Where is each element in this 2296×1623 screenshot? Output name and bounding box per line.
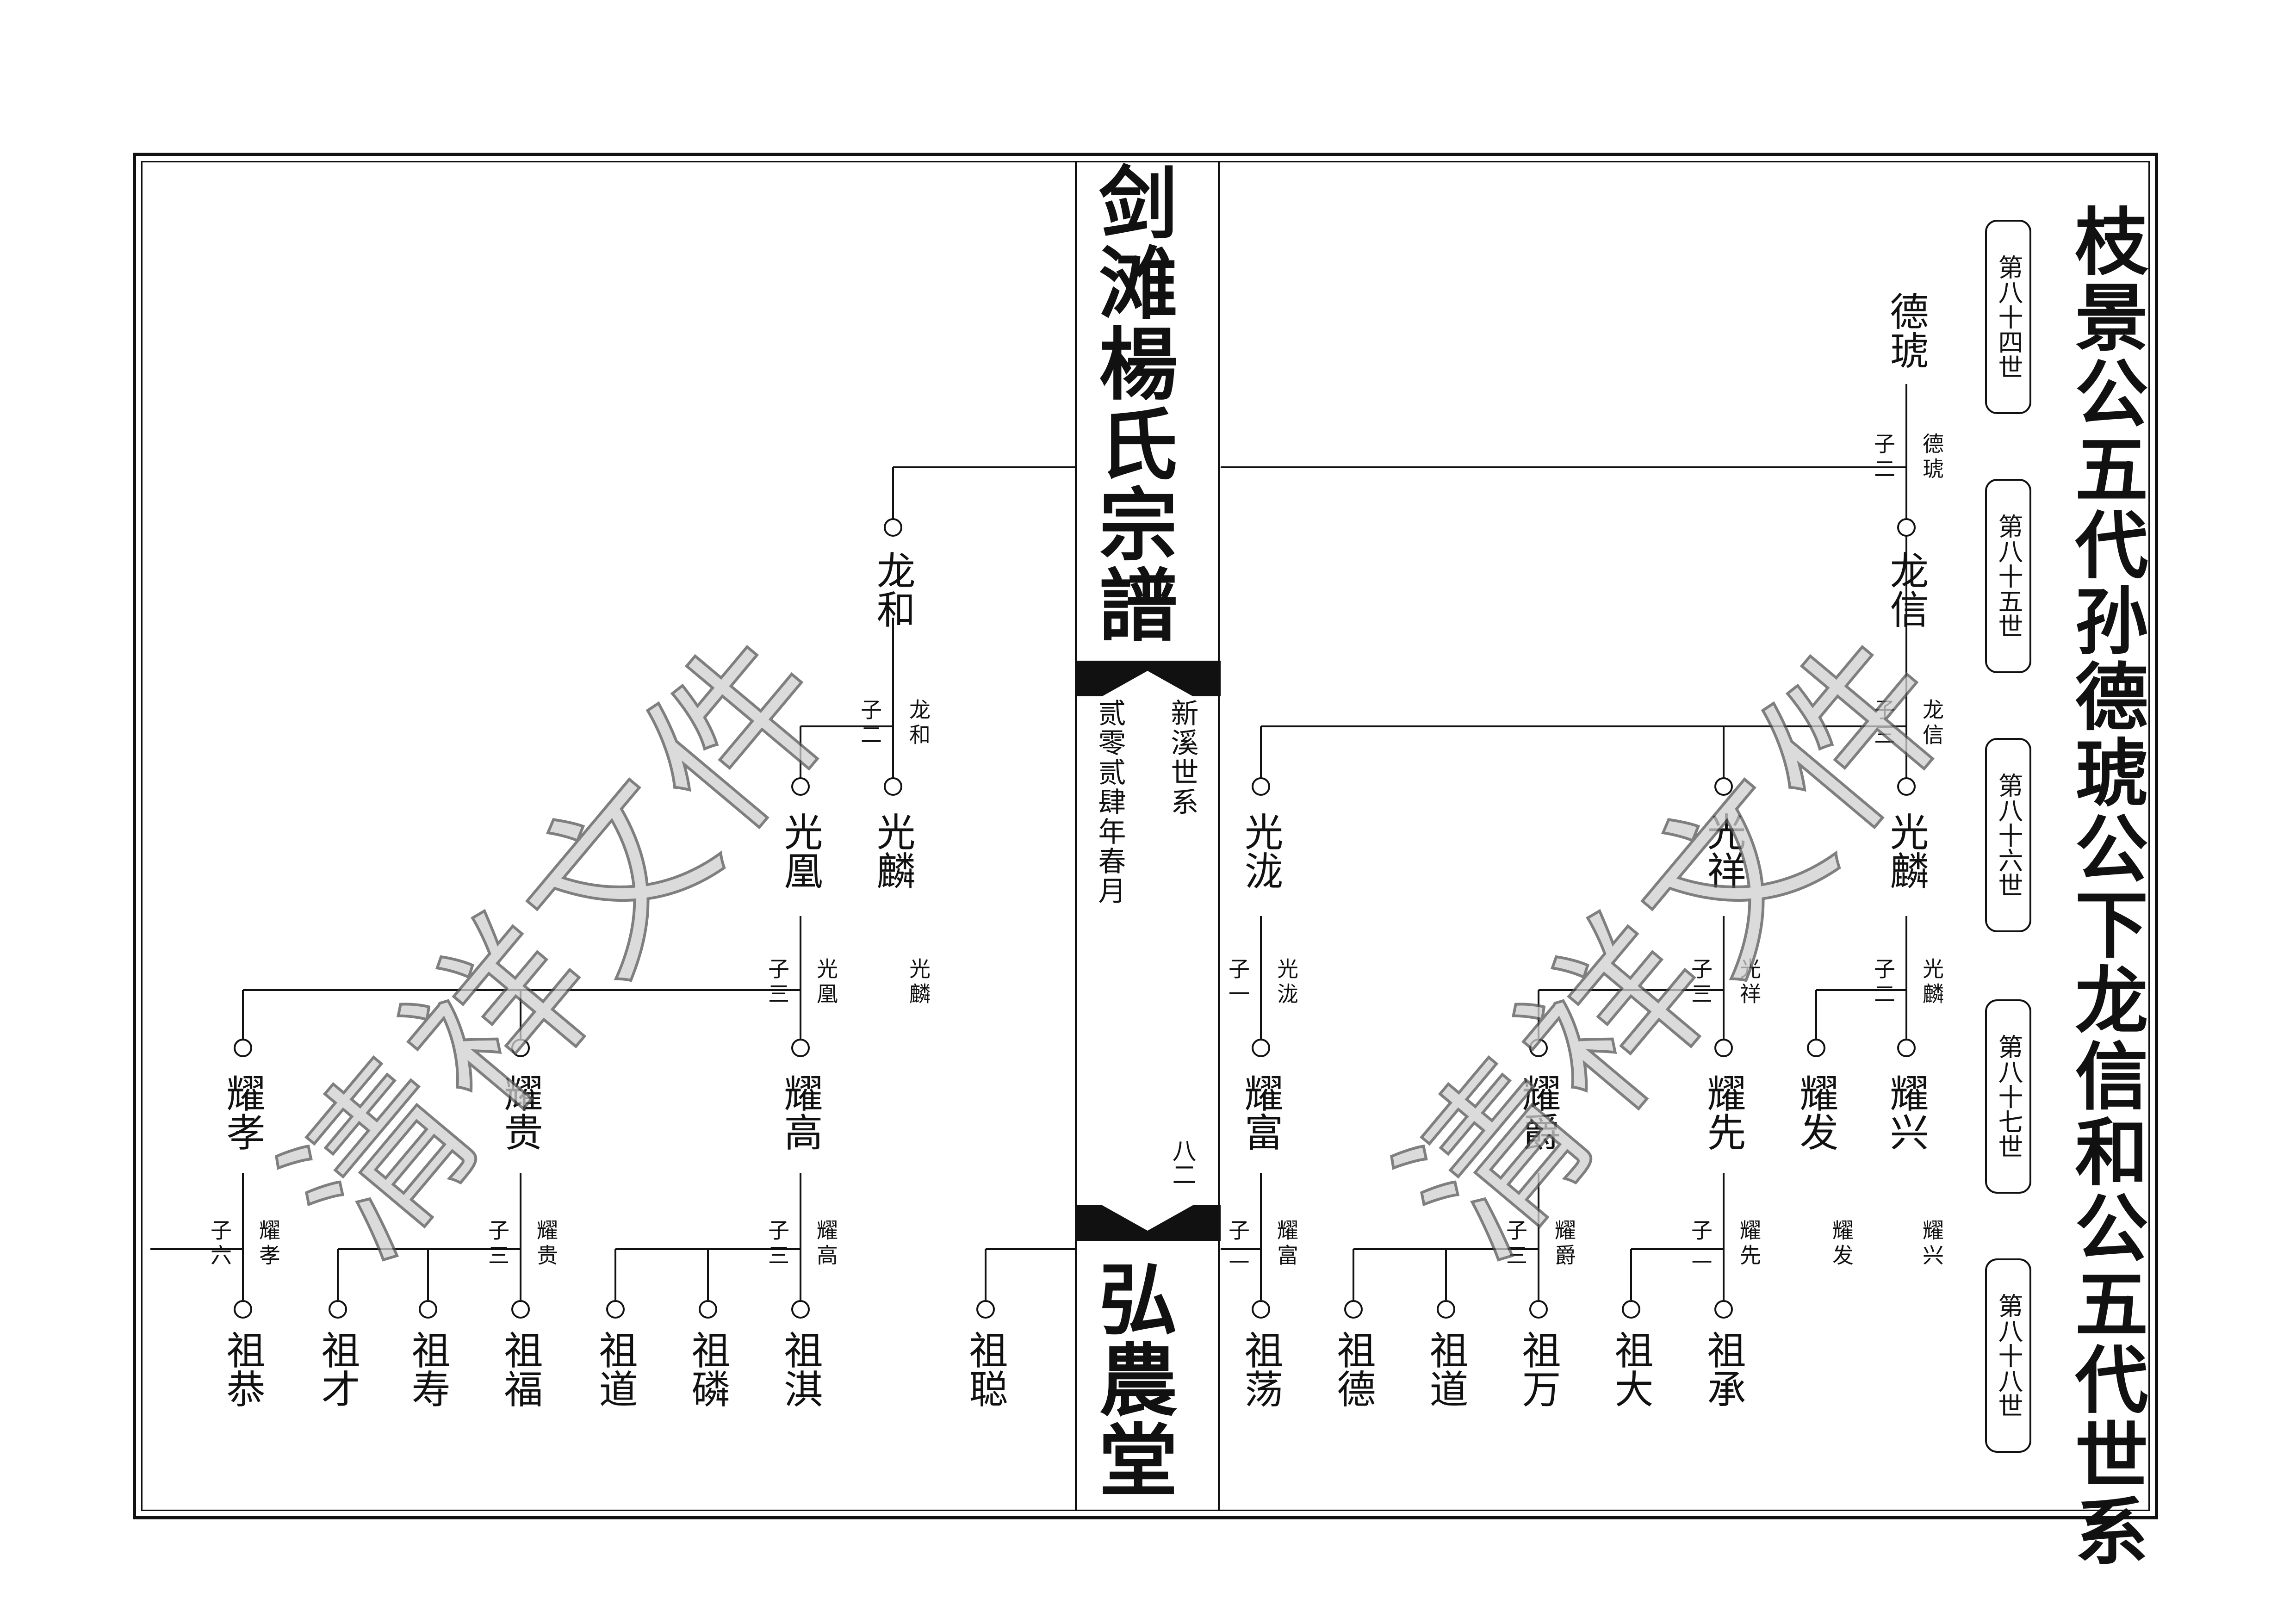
father-annotation: 光凰 <box>813 958 838 1008</box>
father-annotation: 耀爵 <box>1551 1219 1576 1269</box>
person-name: 祖福 <box>498 1330 543 1408</box>
person-name: 光泷 <box>1238 812 1284 890</box>
person-name: 光祥 <box>1701 812 1746 890</box>
person-name: 光麟 <box>1884 812 1929 890</box>
person-name: 祖才 <box>315 1330 360 1408</box>
page-number: 八二 <box>1168 1138 1196 1186</box>
person-name: 耀兴 <box>1884 1073 1929 1151</box>
father-annotation: 耀兴 <box>1919 1219 1944 1269</box>
father-annotation: 光祥 <box>1737 958 1762 1008</box>
outer-border <box>133 153 2158 1519</box>
sons-count: 子二 <box>1688 1219 1713 1269</box>
person-name: 祖道 <box>593 1330 638 1408</box>
spine-date: 贰零贰肆年春月 <box>1093 699 1126 906</box>
person-name: 耀富 <box>1238 1073 1284 1151</box>
sons-count: 子三 <box>1871 699 1896 749</box>
person-name: 祖德 <box>1331 1330 1376 1408</box>
father-annotation: 龙信 <box>1919 699 1944 749</box>
father-annotation: 德琥 <box>1919 433 1944 483</box>
person-name: 光凰 <box>778 812 823 890</box>
sons-count: 子三 <box>1503 1219 1528 1269</box>
generation-label: 第八十五世 <box>1985 479 2031 673</box>
father-annotation: 耀发 <box>1829 1219 1854 1269</box>
person-name: 耀发 <box>1793 1073 1839 1151</box>
father-annotation: 耀富 <box>1274 1219 1299 1269</box>
person-name: 光麟 <box>870 812 916 890</box>
person-name: 祖万 <box>1516 1330 1561 1408</box>
sons-count: 子三 <box>1688 958 1713 1008</box>
person-name: 祖道 <box>1423 1330 1469 1408</box>
father-annotation: 耀孝 <box>256 1219 281 1269</box>
person-name: 耀先 <box>1701 1073 1746 1151</box>
sons-count: 子三 <box>765 958 790 1008</box>
father-annotation: 耀先 <box>1737 1219 1762 1269</box>
inner-border <box>141 161 2150 1511</box>
sons-count: 子二 <box>857 699 882 749</box>
person-name: 祖磷 <box>685 1330 731 1408</box>
generation-label: 第八十八世 <box>1985 1258 2031 1453</box>
generation-label: 第八十四世 <box>1985 220 2031 414</box>
sons-count: 子三 <box>485 1219 510 1269</box>
generation-label: 第八十六世 <box>1985 738 2031 932</box>
spine-series: 新溪世系 <box>1166 699 1198 817</box>
sons-count: 子二 <box>1871 433 1896 483</box>
person-name: 耀爵 <box>1516 1073 1561 1151</box>
person-name: 祖寿 <box>405 1330 451 1408</box>
father-annotation: 光泷 <box>1274 958 1299 1008</box>
father-annotation: 光麟 <box>906 958 931 1008</box>
person-name: 祖聪 <box>963 1330 1008 1408</box>
book-spine <box>1075 161 1220 1511</box>
person-name: 耀孝 <box>220 1073 266 1151</box>
person-name: 祖淇 <box>778 1330 823 1408</box>
father-annotation: 光麟 <box>1919 958 1944 1008</box>
person-name: 祖荡 <box>1238 1330 1284 1408</box>
sons-count: 子三 <box>765 1219 790 1269</box>
person-name: 龙信 <box>1884 551 1929 628</box>
sons-count: 子二 <box>1225 1219 1250 1269</box>
father-annotation: 耀贵 <box>534 1219 558 1269</box>
person-name: 德琥 <box>1884 291 1929 369</box>
person-name: 耀高 <box>778 1073 823 1151</box>
father-annotation: 耀高 <box>813 1219 838 1269</box>
father-annotation: 龙和 <box>906 699 931 749</box>
spine-title: 剑滩楊氏宗譜 <box>1085 162 1178 645</box>
person-name: 祖大 <box>1608 1330 1654 1408</box>
sons-count: 子一 <box>1225 958 1250 1008</box>
sons-count: 子二 <box>1871 958 1896 1008</box>
person-name: 耀贵 <box>498 1073 543 1151</box>
person-name: 龙和 <box>870 551 916 628</box>
generation-label: 第八十七世 <box>1985 999 2031 1194</box>
person-name: 祖承 <box>1701 1330 1746 1408</box>
spine-hall-name: 弘農堂 <box>1085 1258 1178 1500</box>
sons-count: 子六 <box>207 1219 232 1269</box>
page-title: 枝景公五代孙德琥公下龙信和公五代世系 <box>2062 204 2148 1569</box>
person-name: 祖恭 <box>220 1330 266 1408</box>
